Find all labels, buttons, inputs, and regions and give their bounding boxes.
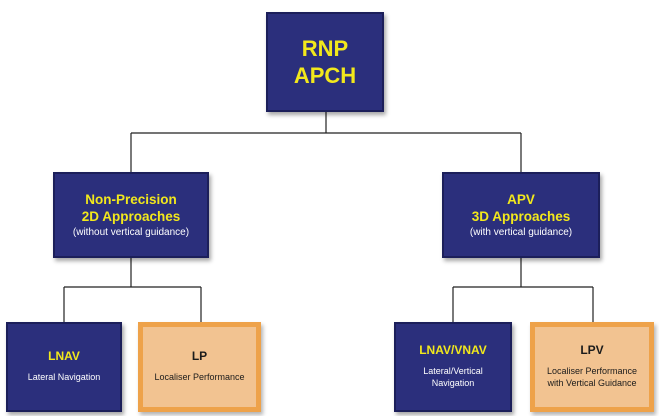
lnav-title: LNAV [48,349,80,364]
lp-title: LP [191,349,208,364]
root-title-line1: RNP [301,35,349,61]
lpv-title: LPV [580,343,604,358]
lnav-vnav-description: Lateral/Vertical Navigation [423,366,483,389]
leaf-lnav: LNAV Lateral Navigation [6,322,122,412]
lpv-description-line2: with Vertical Guidance [547,377,637,388]
left-branch-title-line2: 2D Approaches [81,208,181,224]
root-title-line2: APCH [293,63,357,88]
leaf-lpv: LPV Localiser Performance with Vertical … [530,322,654,412]
lpv-description-line1: Localiser Performance [546,366,638,377]
lnav-vnav-description-line1: Lateral/Vertical [423,366,483,377]
lnav-vnav-description-line2: Navigation [431,377,475,388]
right-branch-note: (with vertical guidance) [469,227,573,239]
node-non-precision-2d: Non-Precision 2D Approaches (without ver… [53,172,209,258]
lp-description: Localiser Performance [154,372,245,383]
right-branch-title-line1: APV [507,191,535,207]
leaf-lp: LP Localiser Performance [138,322,261,412]
lnav-description: Lateral Navigation [27,372,101,383]
right-branch-title-line2: 3D Approaches [471,208,571,224]
lpv-description: Localiser Performance with Vertical Guid… [547,366,637,389]
leaf-lnav-vnav: LNAV/VNAV Lateral/Vertical Navigation [394,322,512,412]
left-branch-title-line1: Non-Precision [85,191,177,207]
left-branch-note: (without vertical guidance) [72,227,190,239]
root-node-rnp-apch: RNP APCH [266,12,384,112]
lnav-vnav-title: LNAV/VNAV [419,343,487,358]
node-apv-3d: APV 3D Approaches (with vertical guidanc… [442,172,600,258]
